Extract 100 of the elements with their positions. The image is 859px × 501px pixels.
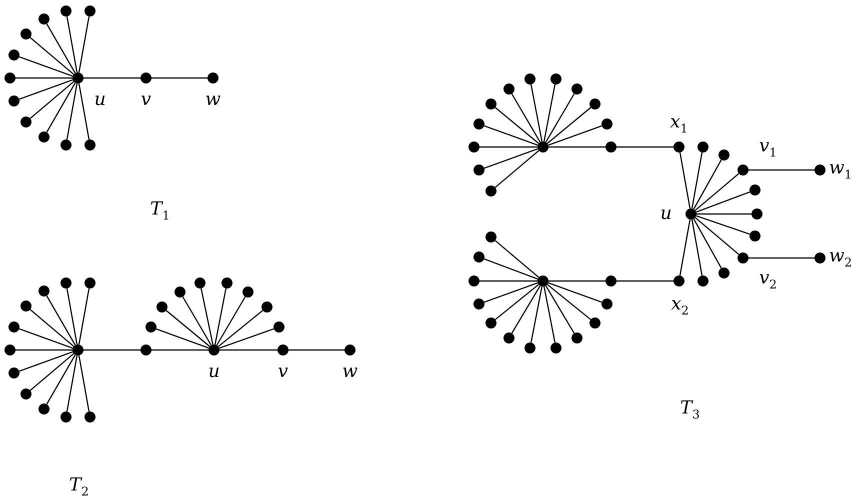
vertex-dot [38, 286, 50, 296]
graph-edge [494, 240, 540, 278]
vertex-dot [504, 332, 514, 344]
vertex-dot [208, 72, 218, 84]
graph-edge [480, 146, 538, 148]
graph-edge [220, 349, 278, 351]
graph-edge [18, 328, 74, 349]
graph-edge [494, 107, 540, 144]
graph-edge [748, 169, 814, 171]
graph-edge [679, 152, 691, 209]
vertex-dot [242, 286, 254, 298]
vertex-dot [572, 84, 582, 94]
graph-edge [152, 349, 208, 351]
graph-edge [494, 150, 540, 188]
vertex-dot [738, 164, 748, 176]
graph-edge [494, 284, 540, 320]
vertex-dot [222, 278, 232, 288]
vertex-dot [84, 278, 96, 288]
vertex-dot [60, 140, 72, 150]
vertex-dot [38, 132, 50, 142]
vertex-dot [60, 412, 72, 422]
graph-edge [30, 353, 74, 391]
vertex-dot [20, 116, 32, 128]
vertex-dot [486, 186, 496, 196]
vertex-dot [4, 344, 16, 356]
graph-edge [484, 148, 538, 169]
graph-edge [46, 23, 76, 74]
graph-edge [548, 146, 606, 148]
vertex-label: w$_{1}$ [829, 160, 852, 180]
graph-edge [214, 288, 227, 345]
graph-edge [545, 285, 575, 334]
vertex-dot [590, 318, 600, 328]
vertex-dot [504, 84, 514, 94]
vertex-dot [72, 344, 84, 356]
graph-edge [543, 286, 556, 343]
graph-edge [548, 282, 602, 303]
graph-edge [84, 77, 140, 79]
vertex-dot [20, 28, 32, 40]
vertex-dot [752, 208, 762, 220]
vertex-dot [602, 118, 612, 130]
vertex-label: u [94, 91, 106, 109]
vertex-dot [208, 344, 220, 356]
vertex-label: u [660, 205, 672, 223]
vertex-dot [38, 404, 50, 414]
graph-edge [694, 217, 740, 255]
vertex-label: x$_{1}$ [670, 114, 688, 134]
vertex-dot [814, 164, 826, 176]
vertex-label: v$_{2}$ [759, 270, 777, 290]
graph-edge [616, 146, 674, 148]
vertex-dot [524, 342, 536, 354]
graph-edge [546, 107, 592, 144]
graph-edge [616, 280, 674, 282]
graph-edge [288, 349, 344, 351]
graph-edge [696, 191, 750, 213]
graph-edge [691, 219, 703, 276]
vertex-dot [474, 118, 484, 130]
vertex-dot [72, 72, 84, 84]
vertex-dot [572, 332, 582, 344]
vertex-dot [274, 322, 284, 332]
graph-edge [18, 56, 74, 77]
graph-edge [480, 280, 538, 282]
graph-edge [66, 83, 78, 140]
graph-edge [748, 257, 814, 259]
graph-edge [696, 213, 752, 215]
vertex-dot [468, 142, 480, 152]
graph-edge [78, 355, 90, 412]
vertex-dot [84, 6, 96, 16]
vertex-dot [606, 142, 616, 152]
vertex-dot [718, 268, 730, 278]
graph-edge [30, 81, 74, 119]
graph-edge [484, 282, 538, 303]
vertex-dot [38, 14, 50, 24]
graph-edge [182, 296, 212, 346]
graph-edge [693, 160, 722, 210]
graph-edge [694, 173, 740, 211]
vertex-dot [468, 276, 480, 286]
graph-edge [46, 82, 76, 133]
graph-edge [200, 288, 214, 345]
vertex-dot [538, 276, 548, 286]
graph-edge [511, 285, 541, 334]
graph-edge [66, 355, 78, 412]
vertex-dot [262, 302, 272, 312]
vertex-dot [278, 344, 288, 356]
graph-edge [16, 77, 72, 79]
graph-edge [218, 328, 274, 349]
vertex-dot [84, 140, 96, 150]
vertex-dot [550, 342, 562, 354]
graph-edge [16, 349, 72, 351]
graph-edge [66, 288, 78, 345]
vertex-dot [194, 278, 206, 288]
vertex-dot [750, 230, 760, 242]
vertex-label: w [205, 91, 221, 109]
graph-edge [46, 354, 76, 405]
vertex-dot [474, 164, 484, 176]
vertex-dot [4, 72, 16, 84]
graph-edge [84, 349, 140, 351]
graph-edge [691, 152, 703, 209]
vertex-label: v [278, 363, 288, 381]
vertex-dot [84, 412, 96, 422]
tree-caption: T$_{1}$ [150, 200, 170, 222]
